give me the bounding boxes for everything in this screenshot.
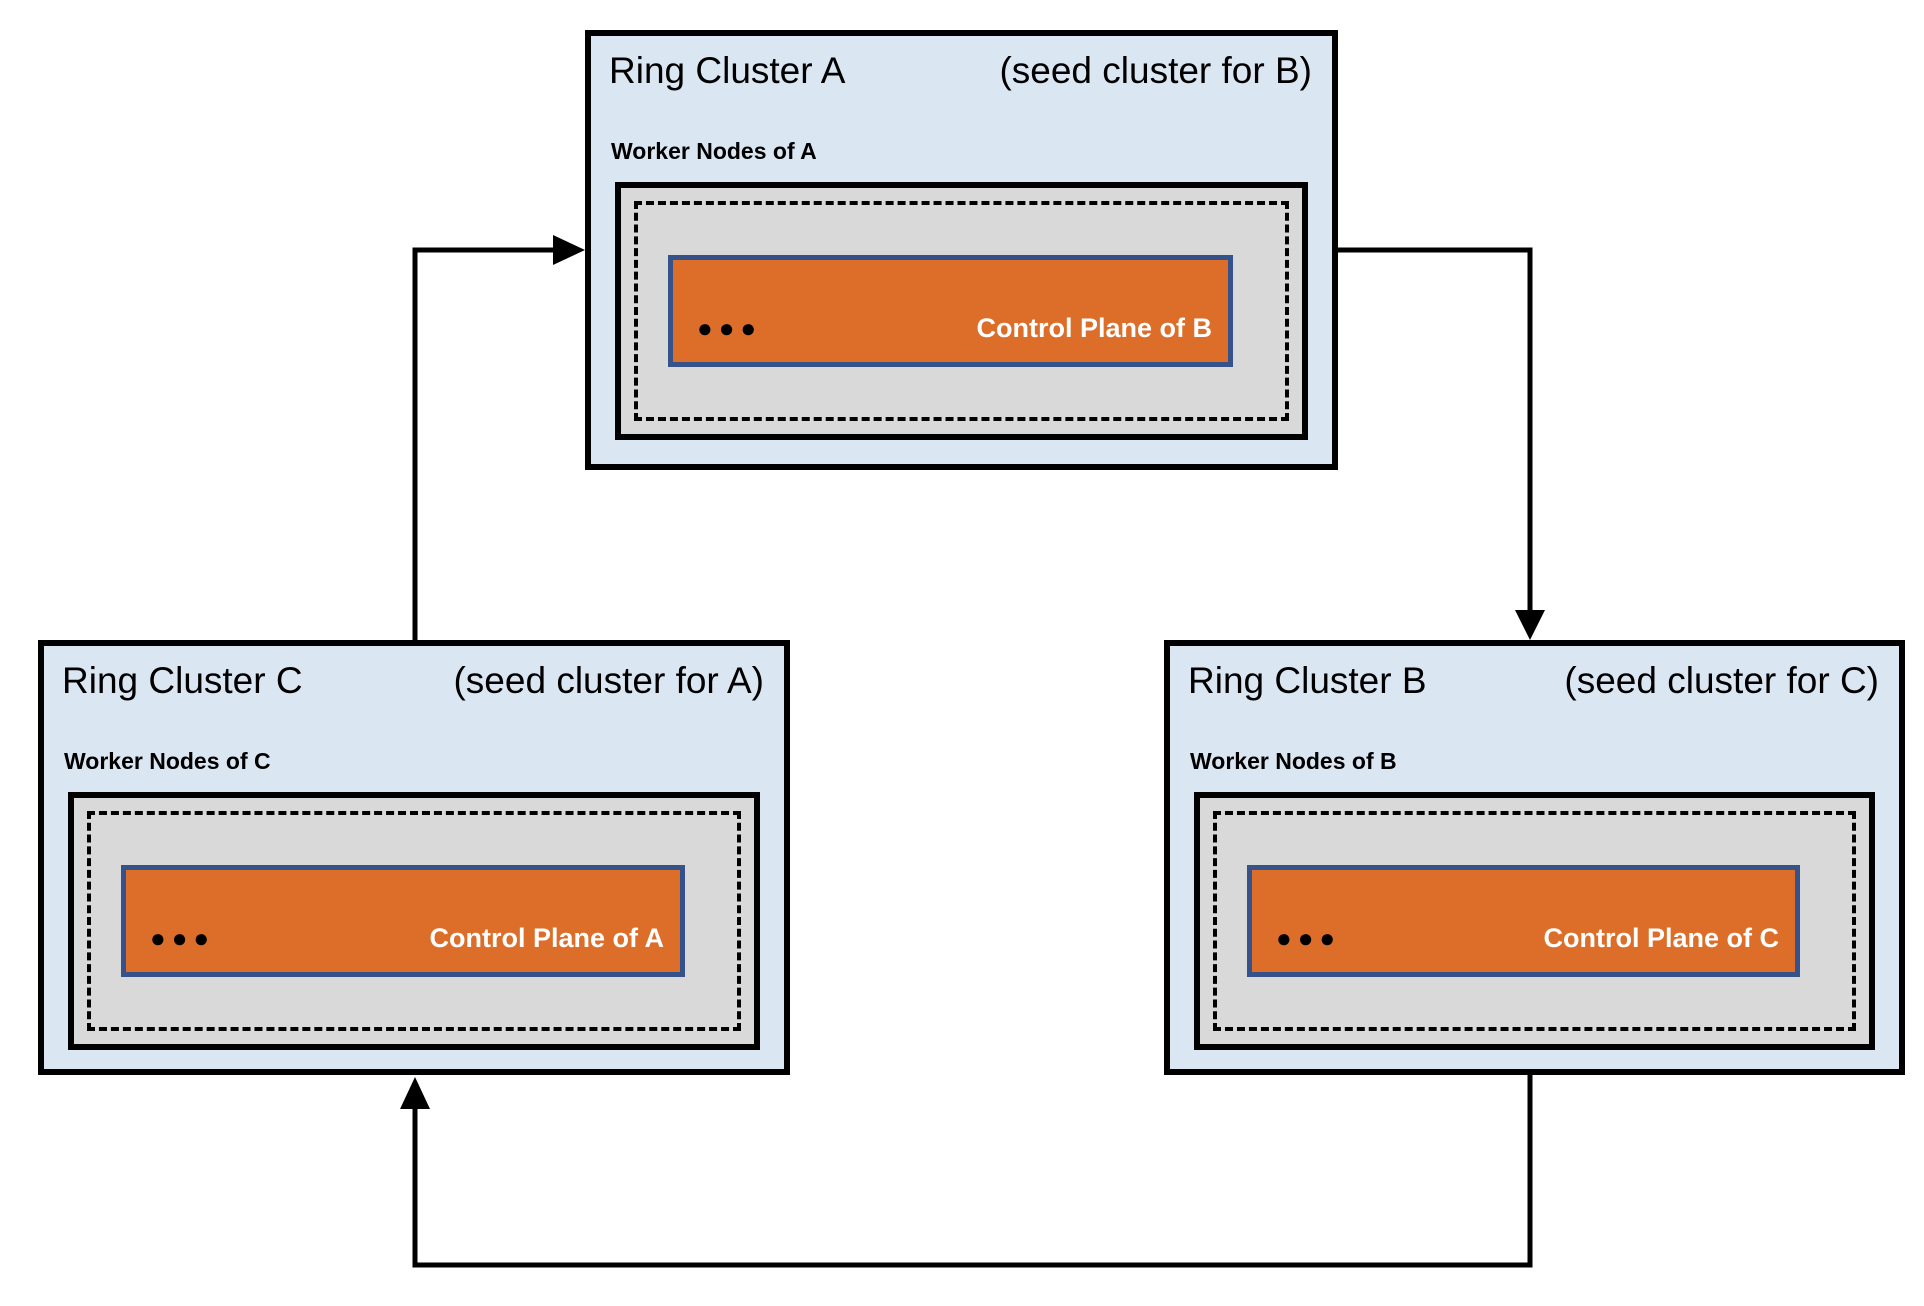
ellipsis-dots: ●●● [697,313,763,343]
cluster-a-control-plane-box: ●●● Control Plane of B [668,255,1233,367]
cluster-b-control-plane-box: ●●● Control Plane of C [1247,865,1800,977]
cluster-b-seed-note: (seed cluster for C) [1564,660,1879,701]
cluster-a-box: Ring Cluster A (seed cluster for B) Work… [585,30,1338,470]
cluster-a-control-plane-label: Control Plane of B [976,313,1213,344]
cluster-a-worker-nodes-label: Worker Nodes of A [611,138,817,164]
cluster-c-worker-nodes-panel: ●●● Control Plane of A [68,792,760,1050]
cluster-c-title-row: Ring Cluster C (seed cluster for A) [62,658,764,704]
cluster-c-dashed-boundary: ●●● Control Plane of A [87,811,741,1031]
cluster-c-box: Ring Cluster C (seed cluster for A) Work… [38,640,790,1075]
ellipsis-dots: ●●● [150,923,216,953]
cluster-a-seed-note: (seed cluster for B) [999,50,1312,91]
cluster-c-control-plane-box: ●●● Control Plane of A [121,865,685,977]
cluster-b-title-row: Ring Cluster B (seed cluster for C) [1188,658,1879,704]
cluster-b-worker-nodes-panel: ●●● Control Plane of C [1194,792,1875,1050]
ellipsis-dots: ●●● [1276,923,1342,953]
cluster-c-seed-note: (seed cluster for A) [453,660,764,701]
cluster-c-name: Ring Cluster C [62,660,303,701]
arrow-a-to-b [1338,247,1545,640]
cluster-b-control-plane-label: Control Plane of C [1543,923,1780,954]
arrow-c-to-a [412,235,585,640]
cluster-a-title-row: Ring Cluster A (seed cluster for B) [609,48,1312,94]
cluster-b-box: Ring Cluster B (seed cluster for C) Work… [1164,640,1905,1075]
cluster-c-worker-nodes-label: Worker Nodes of C [64,748,271,774]
cluster-b-dashed-boundary: ●●● Control Plane of C [1213,811,1856,1031]
arrow-b-to-c [400,1075,1533,1268]
cluster-c-control-plane-label: Control Plane of A [429,923,665,954]
cluster-a-name: Ring Cluster A [609,50,846,91]
cluster-b-worker-nodes-label: Worker Nodes of B [1190,748,1397,774]
cluster-b-name: Ring Cluster B [1188,660,1427,701]
cluster-a-worker-nodes-panel: ●●● Control Plane of B [615,182,1308,440]
cluster-a-dashed-boundary: ●●● Control Plane of B [634,201,1289,421]
